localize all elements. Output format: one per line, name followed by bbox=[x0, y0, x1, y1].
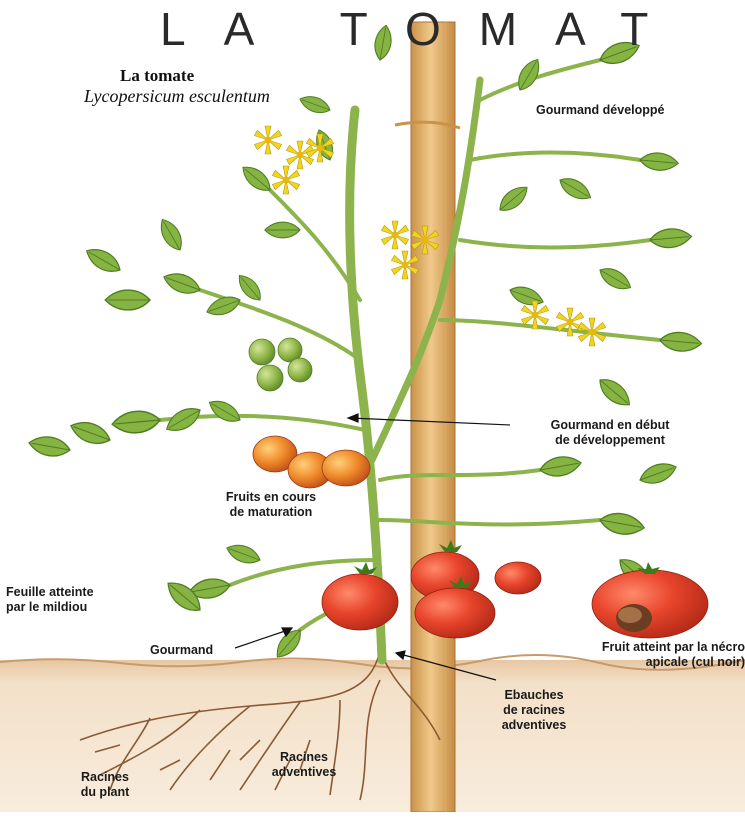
label-gourmand-developpe: Gourmand développé bbox=[536, 103, 665, 118]
label-fruit-necrose: Fruit atteint par la nécro apicale (cul … bbox=[566, 640, 745, 670]
plant-name: La tomate bbox=[120, 66, 194, 86]
main-stem bbox=[160, 60, 660, 660]
ripening-tomatoes bbox=[253, 436, 370, 488]
latin-name: Lycopersicum esculentum bbox=[84, 86, 270, 107]
label-racines-plant: Racines du plant bbox=[60, 770, 150, 800]
green-tomatoes bbox=[249, 338, 312, 391]
label-feuille-mildiou: Feuille atteinte par le mildiou bbox=[6, 585, 94, 615]
diseased-tomato bbox=[592, 562, 708, 638]
label-gourmand-debut: Gourmand en début de développement bbox=[520, 418, 700, 448]
big-title: LA TOMAT bbox=[160, 2, 686, 56]
wooden-stake bbox=[411, 22, 455, 812]
label-racines-adventives: Racines adventives bbox=[244, 750, 364, 780]
label-ebauches: Ebauches de racines adventives bbox=[474, 688, 594, 732]
label-gourmand: Gourmand bbox=[150, 643, 213, 658]
ripe-tomatoes bbox=[322, 552, 541, 638]
label-fruits-maturation: Fruits en cours de maturation bbox=[196, 490, 346, 520]
